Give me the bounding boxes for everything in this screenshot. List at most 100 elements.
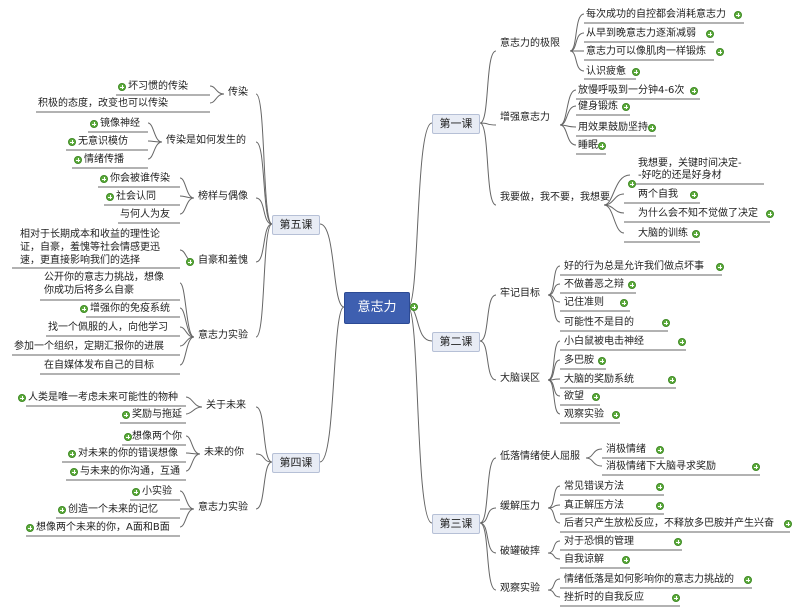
l1-limits-item[interactable]: 意志力可以像肌肉一样锻炼: [586, 46, 706, 57]
expand-plus-icon[interactable]: [632, 68, 640, 76]
expand-plus-icon[interactable]: [734, 11, 742, 19]
expand-plus-icon[interactable]: [656, 502, 664, 510]
l5-topic-contagion[interactable]: 传染: [228, 87, 248, 98]
l3-mood-item[interactable]: 消极情绪下大脑寻求奖励: [606, 461, 716, 472]
expand-plus-icon[interactable]: [628, 281, 636, 289]
l2-goal-item[interactable]: 可能性不是目的: [564, 317, 634, 328]
l5-experiment-item[interactable]: 公开你的意志力挑战，想像: [44, 272, 164, 283]
l5-topic-role-model[interactable]: 榜样与偶像: [198, 191, 248, 202]
l2-topic-brain[interactable]: 大脑误区: [500, 373, 540, 384]
expand-plus-icon[interactable]: [690, 87, 698, 95]
expand-plus-icon[interactable]: [628, 180, 636, 188]
l3-observe-item[interactable]: 情绪低落是如何影响你的意志力挑战的: [564, 574, 734, 585]
l1-limits-item[interactable]: 每次成功的自控都会消耗意志力: [586, 9, 726, 20]
l4-future-item[interactable]: 奖励与拖延: [132, 409, 182, 420]
l5-experiment-item[interactable]: 增强你的免疫系统: [90, 303, 170, 314]
expand-plus-icon[interactable]: [132, 488, 140, 496]
l1-will-item[interactable]: 为什么会不知不觉做了决定: [638, 208, 758, 219]
l3-stress-item[interactable]: 真正解压方法: [564, 500, 624, 511]
l5-pride-item[interactable]: 相对于长期成本和收益的理性论: [20, 229, 160, 240]
l5-experiment-item[interactable]: 找一个佩服的人，向他学习: [48, 322, 168, 333]
l1-strengthen-item[interactable]: 用效果鼓励坚持: [578, 122, 648, 133]
expand-plus-icon[interactable]: [662, 319, 670, 327]
l1-will-item[interactable]: -好吃的还是好身材: [638, 170, 722, 181]
lesson-3[interactable]: 第三课: [432, 514, 480, 534]
l4-future-you-item[interactable]: 与未来的你沟通，互通: [80, 466, 180, 477]
l4-future-you-item[interactable]: 对未来的你的错误想像: [78, 448, 178, 459]
l2-goal-item[interactable]: 好的行为总是允许我们做点坏事: [564, 261, 704, 272]
l3-topic-stress[interactable]: 缓解压力: [500, 501, 540, 512]
l2-brain-item[interactable]: 欲望: [564, 391, 584, 402]
expand-plus-icon[interactable]: [690, 191, 698, 199]
expand-plus-icon[interactable]: [674, 538, 682, 546]
l1-limits-item[interactable]: 认识疲惫: [586, 66, 626, 77]
expand-plus-icon[interactable]: [716, 48, 724, 56]
l2-brain-item[interactable]: 多巴胺: [564, 355, 594, 366]
l1-strengthen-item[interactable]: 放慢呼吸到一分钟4-6次: [578, 85, 685, 96]
l2-brain-item[interactable]: 小白鼠被电击神经: [564, 336, 644, 347]
l5-topic-pride[interactable]: 自豪和羞愧: [198, 255, 248, 266]
l3-topic-mood[interactable]: 低落情绪使人屈服: [500, 451, 580, 462]
l4-future-item[interactable]: 人类是唯一考虑未来可能性的物种: [28, 392, 178, 403]
l2-brain-item[interactable]: 观察实验: [564, 409, 604, 420]
l5-topic-how[interactable]: 传染是如何发生的: [166, 135, 246, 146]
l3-observe-item[interactable]: 挫折时的自我反应: [564, 592, 644, 603]
expand-plus-icon[interactable]: [26, 524, 34, 532]
expand-plus-icon[interactable]: [186, 258, 194, 266]
l3-stress-item[interactable]: 后者只产生放松反应，不释放多巴胺并产生兴奋: [564, 518, 774, 529]
expand-plus-icon[interactable]: [80, 305, 88, 313]
l5-contagion-item[interactable]: 坏习惯的传染: [128, 81, 188, 92]
expand-plus-icon[interactable]: [648, 124, 656, 132]
l5-pride-item[interactable]: 证，自豪，羞愧等社会情感更迅: [20, 242, 160, 253]
l5-role-model-item[interactable]: 你会被谁传染: [110, 173, 170, 184]
expand-plus-icon[interactable]: [766, 210, 774, 218]
root-topic[interactable]: 意志力: [344, 292, 410, 324]
l5-experiment-item[interactable]: 在自媒体发布自己的目标: [44, 360, 154, 371]
expand-plus-icon[interactable]: [620, 299, 628, 307]
expand-plus-icon[interactable]: [752, 463, 760, 471]
expand-plus-icon[interactable]: [122, 411, 130, 419]
expand-plus-icon[interactable]: [692, 230, 700, 238]
expand-plus-icon[interactable]: [100, 175, 108, 183]
expand-plus-icon[interactable]: [678, 338, 686, 346]
expand-plus-icon[interactable]: [656, 446, 664, 454]
l1-will-item[interactable]: 我想要，关键时间决定-: [638, 158, 742, 169]
l5-pride-item[interactable]: 速，更直接影响我们的选择: [20, 255, 140, 266]
expand-plus-icon[interactable]: [118, 83, 126, 91]
expand-plus-icon[interactable]: [744, 576, 752, 584]
l1-topic-will[interactable]: 我要做，我不要，我想要: [500, 192, 610, 203]
expand-plus-icon[interactable]: [716, 263, 724, 271]
lesson-1[interactable]: 第一课: [432, 114, 480, 134]
l5-how-item[interactable]: 镜像神经: [100, 118, 140, 129]
l3-topic-observe[interactable]: 观察实验: [500, 583, 540, 594]
expand-plus-icon[interactable]: [410, 303, 418, 311]
expand-plus-icon[interactable]: [622, 103, 630, 111]
l4-experiment-item[interactable]: 小实验: [142, 486, 172, 497]
l5-role-model-item[interactable]: 与何人为友: [120, 209, 170, 220]
l1-will-item[interactable]: 大脑的训练: [638, 228, 688, 239]
l4-topic-experiment[interactable]: 意志力实验: [198, 502, 248, 513]
expand-plus-icon[interactable]: [668, 376, 676, 384]
l1-strengthen-item[interactable]: 睡眠: [578, 140, 598, 151]
expand-plus-icon[interactable]: [672, 594, 680, 602]
l3-mood-item[interactable]: 消极情绪: [606, 444, 646, 455]
expand-plus-icon[interactable]: [58, 506, 66, 514]
lesson-4[interactable]: 第四课: [272, 453, 320, 473]
l2-topic-goal[interactable]: 牢记目标: [500, 288, 540, 299]
l5-role-model-item[interactable]: 社会认同: [116, 191, 156, 202]
l4-topic-future-you[interactable]: 未来的你: [204, 447, 244, 458]
expand-plus-icon[interactable]: [74, 156, 82, 164]
expand-plus-icon[interactable]: [68, 450, 76, 458]
l3-topic-giveup[interactable]: 破罐破摔: [500, 546, 540, 557]
l3-giveup-item[interactable]: 对于恐惧的管理: [564, 536, 634, 547]
expand-plus-icon[interactable]: [706, 30, 714, 38]
lesson-5[interactable]: 第五课: [272, 215, 320, 235]
l5-contagion-item[interactable]: 积极的态度，改变也可以传染: [38, 98, 168, 109]
l4-experiment-item[interactable]: 创造一个未来的记忆: [68, 504, 158, 515]
expand-plus-icon[interactable]: [90, 120, 98, 128]
l3-stress-item[interactable]: 常见错误方法: [564, 481, 624, 492]
expand-plus-icon[interactable]: [124, 433, 132, 441]
l5-experiment-item[interactable]: 参加一个组织，定期汇报你的进展: [14, 341, 164, 352]
l5-how-item[interactable]: 情绪传播: [84, 154, 124, 165]
l2-goal-item[interactable]: 记住准则: [564, 297, 604, 308]
